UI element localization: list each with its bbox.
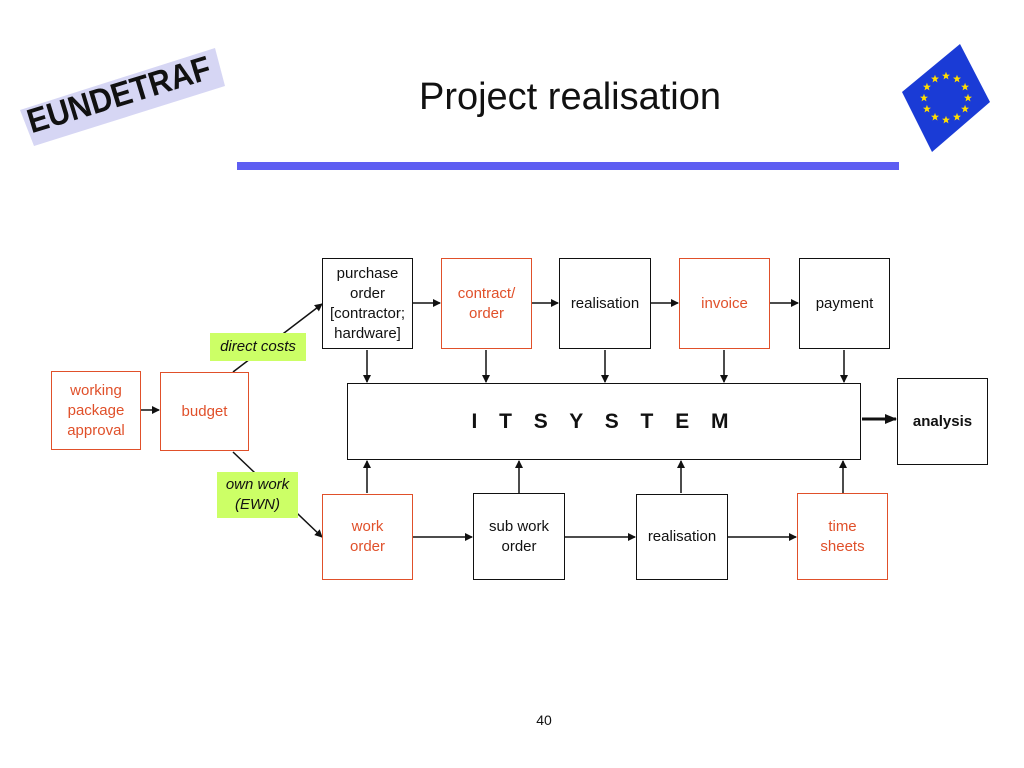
flag-star-icon	[942, 71, 950, 80]
working-package-approval-box: working package approval	[51, 371, 141, 450]
purchase-order-box: purchase order [contractor; hardware]	[322, 258, 413, 349]
page-title: Project realisation	[418, 76, 722, 118]
flag-star-icon	[953, 74, 961, 83]
flag-star-icon	[953, 112, 961, 121]
own-work-label: own work (EWN)	[217, 472, 298, 518]
realisation-top-box: realisation	[559, 258, 651, 349]
it-system-box: I T S Y S T E M	[347, 383, 861, 460]
payment-box: payment	[799, 258, 890, 349]
flag-star-icon	[931, 112, 939, 121]
title-underline	[237, 162, 899, 170]
flag-star-icon	[922, 82, 931, 91]
direct-costs-label: direct costs	[210, 333, 306, 361]
flag-star-icon	[961, 82, 970, 91]
flag-star-icon	[961, 104, 970, 113]
budget-box: budget	[160, 372, 249, 451]
flag-star-icon	[942, 115, 950, 124]
page-number: 40	[536, 712, 552, 728]
eundetraf-logo: EUNDETRAF	[20, 48, 225, 146]
sub-work-order-box: sub work order	[473, 493, 565, 580]
flag-star-icon	[922, 104, 931, 113]
flag-star-icon	[920, 93, 928, 102]
contract-order-box: contract/ order	[441, 258, 532, 349]
analysis-box: analysis	[897, 378, 988, 465]
eu-flag-icon	[902, 44, 990, 152]
work-order-box: work order	[322, 494, 413, 580]
realisation-bottom-box: realisation	[636, 494, 728, 580]
invoice-box: invoice	[679, 258, 770, 349]
flag-star-icon	[931, 74, 939, 83]
flag-star-icon	[964, 93, 972, 102]
time-sheets-box: time sheets	[797, 493, 888, 580]
